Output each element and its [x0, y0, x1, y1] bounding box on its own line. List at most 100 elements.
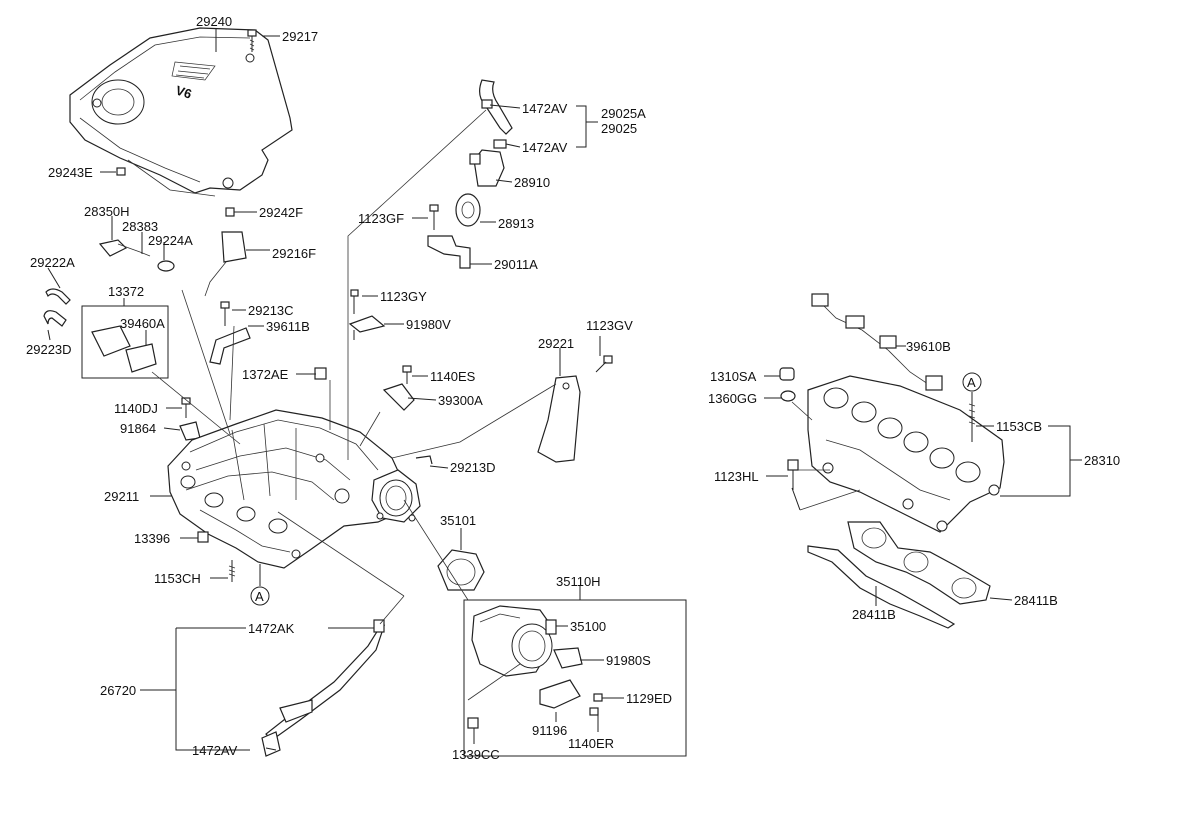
label-29242F: 29242F	[259, 205, 303, 220]
gasket-28411B-b	[807, 545, 956, 629]
label-35110H: 35110H	[556, 574, 601, 589]
label-39610B: 39610B	[906, 339, 951, 354]
label-29222A: 29222A	[30, 255, 75, 270]
label-35101: 35101	[440, 513, 476, 528]
label-1123GY: 1123GY	[380, 289, 427, 304]
label-1339CC: 1339CC	[452, 747, 500, 762]
label-1472AV-top: 1472AV	[522, 101, 568, 116]
label-1310SA: 1310SA	[710, 369, 757, 384]
intake-manifold-29211	[167, 409, 405, 569]
breather-hose-29025A	[479, 79, 513, 149]
ref-marker-a-left: A	[250, 586, 270, 606]
actuator-29216F	[204, 231, 247, 297]
label-1140ES: 1140ES	[430, 369, 476, 384]
label-29240: 29240	[196, 14, 232, 29]
label-1140ER: 1140ER	[568, 736, 614, 751]
label-91196: 91196	[532, 723, 567, 738]
engine-cover-29240: V6	[69, 27, 293, 197]
grommet-29242F	[225, 207, 235, 217]
label-1153CH: 1153CH	[154, 571, 201, 586]
label-29221: 29221	[538, 336, 574, 351]
sensor-39300A	[382, 383, 415, 411]
label-29216F: 29216F	[272, 246, 316, 261]
leader-lines	[47, 28, 1082, 751]
label-29213D: 29213D	[450, 460, 496, 475]
bolt-29213C	[220, 301, 230, 326]
label-1123GV: 1123GV	[586, 318, 633, 333]
part-labels: 29240 29217 1472AV 29025A 29025 1472AV 2…	[26, 14, 1120, 762]
label-1123GF: 1123GF	[358, 211, 404, 226]
nut-1339CC	[467, 717, 479, 729]
bracket-91864	[179, 421, 201, 441]
solenoid-39460A	[91, 325, 157, 373]
bolt-1123GY	[350, 289, 359, 314]
ref-a-right-text: A	[967, 375, 976, 390]
label-28383: 28383	[122, 219, 158, 234]
label-1153CB: 1153CB	[996, 419, 1042, 434]
stud-1153CH	[228, 560, 236, 582]
bolt-1123HL	[787, 459, 799, 490]
gasket-35101	[437, 549, 485, 591]
v6-emblem: V6	[174, 83, 194, 102]
bolt-1140ER	[589, 707, 599, 716]
label-28350H: 28350H	[84, 204, 130, 219]
label-91980S: 91980S	[606, 653, 651, 668]
label-1129ED: 1129ED	[626, 691, 672, 706]
nut-13396	[197, 531, 209, 543]
label-1472AV-bottom: 1472AV	[192, 743, 238, 758]
label-1360GG: 1360GG	[708, 391, 757, 406]
label-39300A: 39300A	[438, 393, 483, 408]
label-35100: 35100	[570, 619, 606, 634]
bracket-39611B	[209, 327, 251, 365]
ref-a-left-text: A	[255, 589, 264, 604]
label-29025A: 29025A	[601, 106, 646, 121]
hose-29222A	[45, 288, 71, 305]
ref-marker-a-right: A	[962, 372, 982, 392]
bolt-29217	[247, 29, 257, 52]
label-29243E: 29243E	[48, 165, 93, 180]
bracket-91196	[539, 679, 581, 709]
label-13372: 13372	[108, 284, 144, 299]
label-1372AE: 1372AE	[242, 367, 289, 382]
label-28913: 28913	[498, 216, 534, 231]
label-29224A: 29224A	[148, 233, 193, 248]
hose-clamp-29224A	[157, 260, 175, 272]
nut-1310SA	[779, 367, 795, 381]
grommet-29243E	[116, 167, 126, 176]
label-26720: 26720	[100, 683, 136, 698]
label-28411B-left: 28411B	[852, 607, 896, 622]
bracket-29011A	[427, 235, 471, 269]
label-29211: 29211	[104, 489, 139, 504]
label-29217: 29217	[282, 29, 318, 44]
nut-1372AE	[314, 367, 327, 380]
label-91864: 91864	[120, 421, 156, 436]
bolt-1123GF	[429, 204, 439, 230]
bolt-1123GV	[595, 355, 613, 373]
washer-1360GG	[780, 390, 796, 402]
label-1123HL: 1123HL	[714, 469, 759, 484]
label-13396: 13396	[134, 531, 170, 546]
label-29011A: 29011A	[494, 257, 538, 272]
hose-29223D	[43, 310, 67, 327]
label-1472AK: 1472AK	[248, 621, 295, 636]
bracket-29213D	[415, 455, 433, 465]
bolt-1140ES	[402, 365, 412, 384]
label-39460A: 39460A	[120, 316, 165, 331]
bracket-91980S	[553, 647, 583, 669]
gasket-28411B-a	[847, 521, 991, 605]
label-29213C: 29213C	[248, 303, 294, 318]
label-1140DJ: 1140DJ	[114, 401, 158, 416]
label-29223D: 29223D	[26, 342, 72, 357]
pcv-valve-28910	[469, 149, 505, 187]
label-28910: 28910	[514, 175, 550, 190]
label-29025: 29025	[601, 121, 637, 136]
throttle-flange	[371, 469, 421, 523]
pcv-grommet-28913	[455, 193, 481, 227]
harness-39610B	[811, 293, 943, 391]
box-13372	[81, 305, 169, 379]
routing-lines	[151, 109, 861, 757]
hose-26720	[261, 619, 386, 757]
throttle-body-35100	[471, 605, 557, 677]
label-91980V: 91980V	[406, 317, 451, 332]
